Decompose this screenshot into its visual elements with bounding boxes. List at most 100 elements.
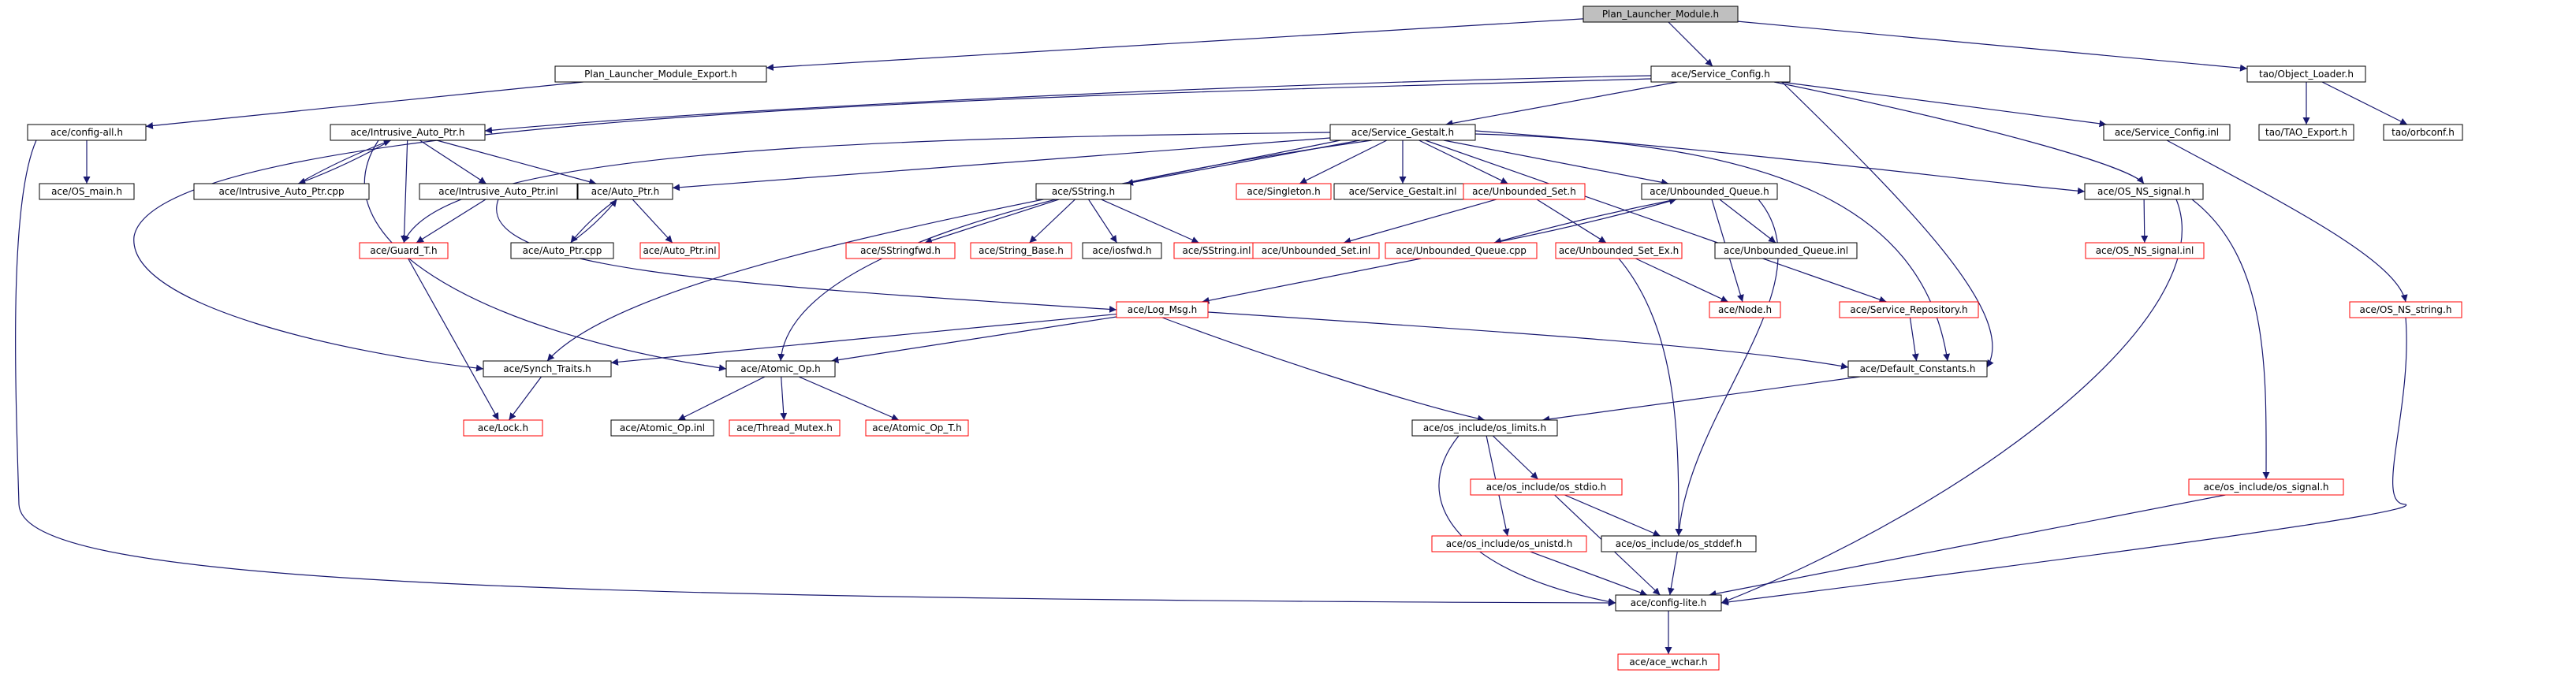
node-label: ace/Service_Repository.h <box>1850 304 1967 315</box>
edge-n35-to-n38 <box>1909 317 1919 362</box>
edge-n6-to-n20 <box>403 132 1331 244</box>
node-label: ace/Unbounded_Queue.h <box>1650 186 1769 197</box>
edge-n6-to-n19 <box>1474 130 2086 195</box>
node-box <box>193 183 370 200</box>
graph-node[interactable]: ace/Auto_Ptr.h <box>577 183 673 200</box>
edge-n0-to-n3 <box>1737 20 2248 72</box>
graph-node[interactable]: ace/os_include/os_stdio.h <box>1470 478 1623 496</box>
edge-n6-to-n17 <box>1418 139 1508 184</box>
edge-n18-to-n47 <box>1676 199 1779 537</box>
graph-node[interactable]: ace/Guard_T.h <box>359 242 449 259</box>
graph-node[interactable]: ace/Default_Constants.h <box>1847 360 1988 378</box>
graph-node[interactable]: ace/OS_NS_signal.h <box>2084 183 2204 200</box>
node-label: ace/Node.h <box>1718 304 1772 315</box>
graph-node[interactable]: ace/Unbounded_Set.h <box>1463 183 1586 200</box>
edge-n28-to-n33 <box>1202 258 1422 304</box>
node-box <box>1116 301 1209 318</box>
graph-node[interactable]: ace/Intrusive_Auto_Ptr.h <box>330 124 486 141</box>
node-label: ace/Intrusive_Auto_Ptr.inl <box>438 186 558 197</box>
node-box <box>510 242 614 259</box>
edge-n33-to-n43 <box>1161 317 1486 422</box>
node-label: ace/Default_Constants.h <box>1860 363 1976 374</box>
graph-node[interactable]: ace/Node.h <box>1709 301 1781 318</box>
graph-node[interactable]: ace/Thread_Mutex.h <box>729 419 841 437</box>
graph-node[interactable]: ace/ace_wchar.h <box>1617 653 1720 671</box>
node-label: ace/OS_NS_signal.h <box>2097 186 2190 197</box>
graph-node[interactable]: ace/iosfwd.h <box>1082 242 1162 259</box>
edge-n5-to-n20 <box>401 139 408 244</box>
node-box <box>1463 183 1586 200</box>
graph-node[interactable]: ace/Unbounded_Queue.h <box>1641 183 1778 200</box>
graph-node[interactable]: Plan_Launcher_Module_Export.h <box>554 65 767 83</box>
graph-node[interactable]: ace/Synch_Traits.h <box>483 360 612 378</box>
graph-node[interactable]: ace/os_include/os_limits.h <box>1411 419 1558 437</box>
node-label: Plan_Launcher_Module_Export.h <box>584 69 737 80</box>
graph-node[interactable]: ace/OS_main.h <box>39 183 135 200</box>
node-label: ace/Lock.h <box>478 422 528 433</box>
edge-n18-to-n28 <box>1493 199 1677 244</box>
graph-node[interactable]: ace/os_include/os_stddef.h <box>1601 535 1757 552</box>
graph-node[interactable]: ace/String_Base.h <box>970 242 1072 259</box>
node-label: ace/SString.inl <box>1183 245 1251 256</box>
edge-n14-to-n25 <box>1088 199 1117 244</box>
node-box <box>2085 242 2205 259</box>
node-label: ace/Service_Config.h <box>1671 69 1770 80</box>
graph-node[interactable]: ace/Unbounded_Set_Ex.h <box>1555 242 1683 259</box>
node-label: ace/Singleton.h <box>1247 186 1320 197</box>
graph-node[interactable]: ace/SStringfwd.h <box>845 242 956 259</box>
graph-node[interactable]: tao/Object_Loader.h <box>2246 65 2366 83</box>
edge-n37-to-n42 <box>798 376 900 421</box>
node-box <box>483 360 612 378</box>
graph-node[interactable]: tao/TAO_Export.h <box>2258 124 2354 141</box>
graph-node[interactable]: ace/Lock.h <box>463 419 543 437</box>
graph-node[interactable]: ace/os_include/os_unistd.h <box>1431 535 1587 552</box>
graph-node[interactable]: ace/SString.inl <box>1173 242 1260 259</box>
graph-node[interactable]: ace/config-lite.h <box>1615 594 1722 612</box>
graph-node[interactable]: ace/Intrusive_Auto_Ptr.inl <box>419 183 578 200</box>
node-label: ace/iosfwd.h <box>1092 245 1151 256</box>
graph-node[interactable]: ace/Service_Config.h <box>1650 65 1791 83</box>
graph-node[interactable]: ace/Intrusive_Auto_Ptr.cpp <box>193 183 370 200</box>
graph-node[interactable]: ace/Singleton.h <box>1236 183 1332 200</box>
node-box <box>1847 360 1988 378</box>
graph-node[interactable]: tao/orbconf.h <box>2383 124 2463 141</box>
node-box <box>2103 124 2231 141</box>
edge-n1-to-n4 <box>145 81 583 129</box>
graph-node[interactable]: ace/Atomic_Op.inl <box>610 419 714 437</box>
graph-node[interactable]: ace/config-all.h <box>27 124 147 141</box>
node-label: ace/Unbounded_Set.h <box>1472 186 1576 197</box>
edge-n14-to-n24 <box>1029 199 1076 244</box>
graph-node[interactable]: ace/Unbounded_Queue.cpp <box>1385 242 1538 259</box>
graph-node[interactable]: ace/Auto_Ptr.inl <box>639 242 720 259</box>
graph-node[interactable]: ace/OS_NS_string.h <box>2349 301 2462 318</box>
graph-node[interactable]: ace/os_include/os_signal.h <box>2188 478 2344 496</box>
node-box <box>577 183 673 200</box>
edge-n5-to-n37 <box>363 139 727 372</box>
edge-n14-to-n26 <box>1101 199 1199 244</box>
node-box <box>1714 242 1858 259</box>
edge-n19-to-n48 <box>1720 199 2183 604</box>
graph-node[interactable]: ace/Service_Gestalt.inl <box>1333 183 1472 200</box>
graph-node[interactable]: ace/Service_Gestalt.h <box>1329 124 1476 141</box>
graph-node[interactable]: ace/Unbounded_Queue.inl <box>1714 242 1858 259</box>
node-box <box>1617 653 1720 671</box>
node-box <box>970 242 1072 259</box>
graph-node[interactable]: ace/Service_Repository.h <box>1839 301 1979 318</box>
node-label: ace/os_include/os_limits.h <box>1423 422 1546 433</box>
graph-node[interactable]: Plan_Launcher_Module.h <box>1583 6 1739 23</box>
graph-node[interactable]: ace/Service_Config.inl <box>2103 124 2231 141</box>
graph-node[interactable]: ace/SString.h <box>1035 183 1131 200</box>
edge-n28-to-n18 <box>1493 198 1677 244</box>
graph-node[interactable]: ace/Auto_Ptr.cpp <box>510 242 614 259</box>
graph-node[interactable]: ace/Atomic_Op.h <box>725 360 836 378</box>
graph-node[interactable]: ace/Atomic_Op_T.h <box>865 419 969 437</box>
edge-n2-to-n7 <box>1780 81 2107 128</box>
graph-node[interactable]: ace/OS_NS_signal.inl <box>2085 242 2205 259</box>
edge-n32-to-n48 <box>1720 317 2407 606</box>
edge-n14-to-n23 <box>924 199 1060 244</box>
graph-node[interactable]: ace/Unbounded_Set.inl <box>1252 242 1380 259</box>
edge-n13-to-n21 <box>570 199 617 244</box>
graph-node[interactable]: ace/Log_Msg.h <box>1116 301 1209 318</box>
node-box <box>1431 535 1587 552</box>
node-label: ace/os_include/os_unistd.h <box>1446 538 1573 549</box>
